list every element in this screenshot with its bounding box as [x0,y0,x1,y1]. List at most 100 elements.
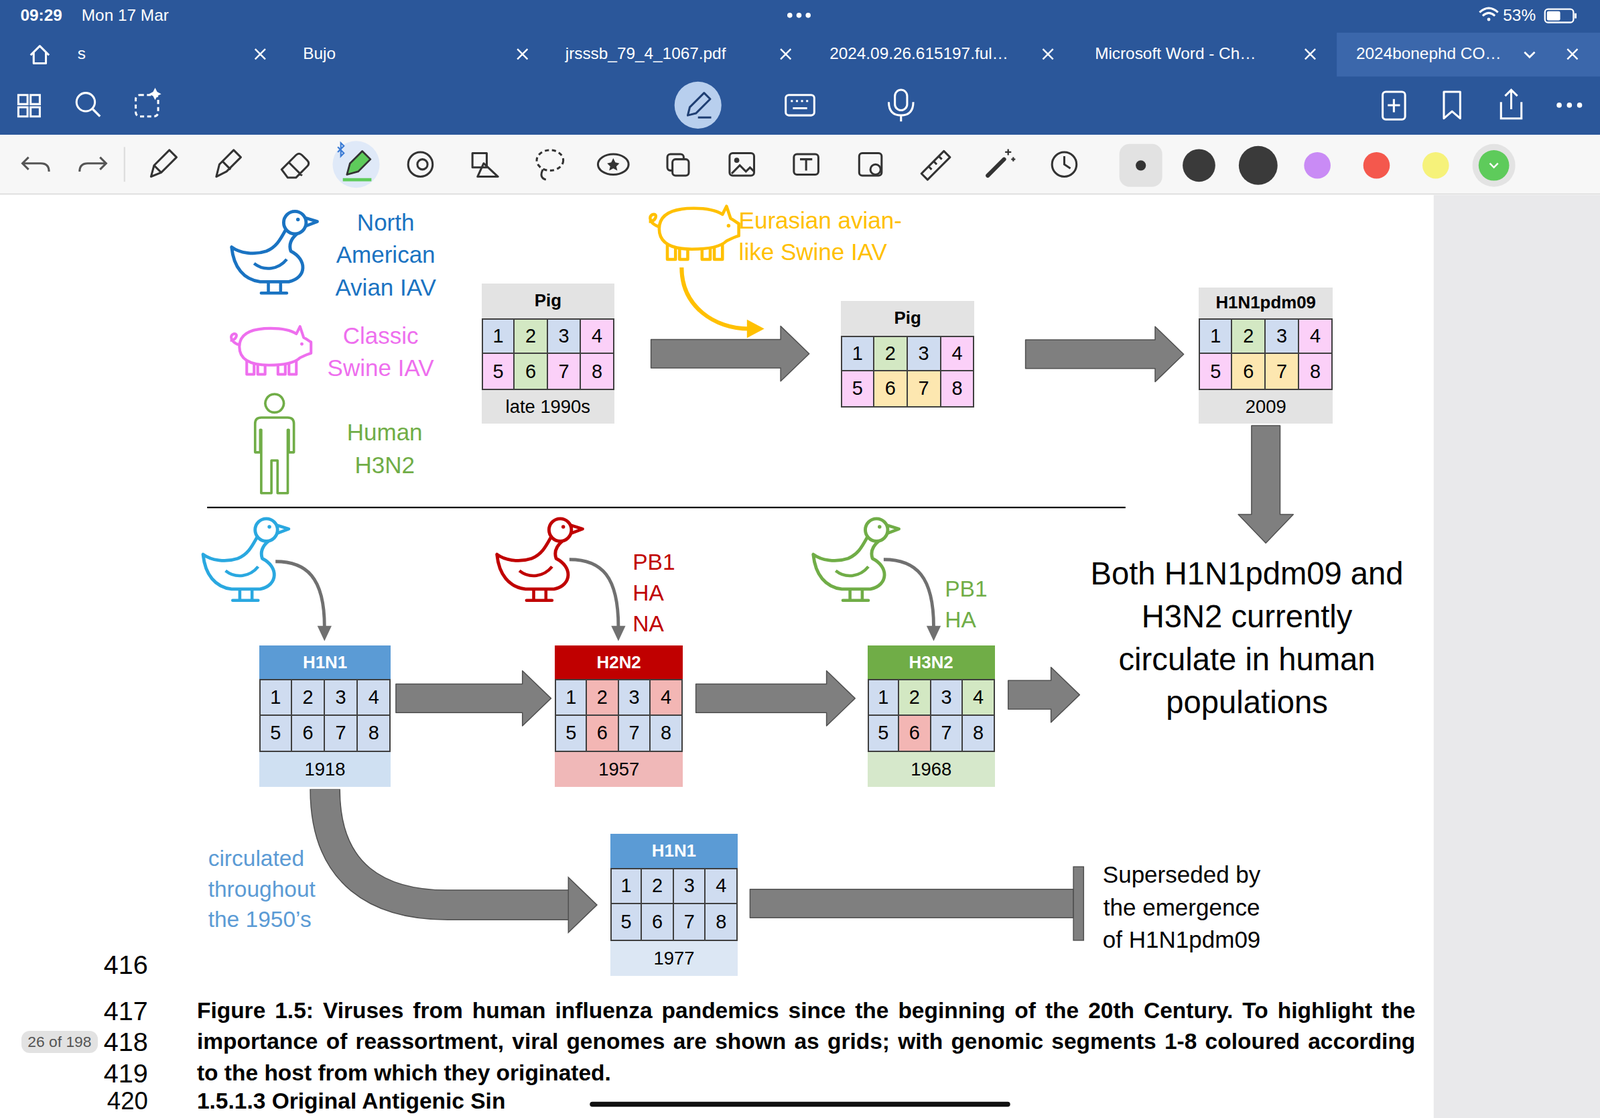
segment-number: 5 [852,377,863,400]
new-page-icon [1387,99,1400,113]
grid-heading: Pig [840,300,975,336]
segment-number: 5 [270,721,281,744]
keyboard-icon [790,101,809,109]
source-arrowhead [926,625,941,642]
segment-number: 7 [918,377,930,400]
genome-grid: Pig12345678 [840,300,975,407]
source-arrow [681,267,750,329]
segment-number: 5 [1210,360,1221,383]
scan-icon [870,164,881,175]
segment-number: 3 [918,342,930,365]
segment-number: 2 [909,686,920,709]
segment-number: 6 [909,721,920,744]
highlighter-icon [343,178,372,182]
arrow-outline [324,788,569,905]
segment-number: 4 [1309,324,1321,348]
segment-label: PB1 HA NA [632,546,675,639]
status-time: 09:29 [20,5,62,25]
colour-chevron [1490,163,1499,168]
arrow-body [749,889,1074,918]
home-indicator [589,1101,1010,1107]
grid-heading: Pig [481,283,615,319]
segment-number: 4 [951,342,963,365]
tab-chevron [1524,52,1535,58]
avian-duck-icon [231,211,318,293]
source-arrowhead [611,625,626,642]
segment-number: 7 [558,360,570,383]
more-icon [1556,102,1562,108]
segment-number: 3 [335,686,347,709]
image-icon [734,157,740,163]
lasso-icon [536,150,564,171]
genome-segment: 2 [292,678,325,716]
app-bar [0,0,1600,135]
clock-icon [1051,152,1077,177]
genome-segment: 1 [840,335,875,372]
legend-text: Human H3N2 [320,416,449,482]
status-dot [805,12,811,19]
genome-segment: 3 [907,335,942,372]
genome-segment: 7 [619,715,652,753]
eraser-icon [281,153,309,178]
segment-number: 3 [628,686,640,709]
sticker-icon [607,158,620,171]
line-number: 417 [66,994,149,1026]
genome-segment: 5 [554,715,587,753]
colour-dot [1478,150,1510,181]
search-icon [76,93,95,112]
shape-icon [408,152,433,177]
genome-segment: 8 [962,715,995,753]
tool-separator [123,146,126,182]
block-arrow [1025,326,1184,382]
highlighter-icon [347,150,371,175]
segment-number: 8 [715,910,727,933]
genome-segment: 3 [674,867,707,905]
segment-number: 8 [1309,360,1321,383]
source-arrowhead [317,625,332,642]
source-arrowhead [747,319,765,338]
genome-grid: H1N1197712345678 [610,833,738,976]
status-dot [787,12,793,19]
active-tab [1336,32,1600,78]
battery-level: 53% [1502,5,1536,25]
wifi-icon [1487,18,1491,22]
genome-segment: 6 [641,903,675,941]
segment-number: 7 [628,721,640,744]
genome-segment: 4 [650,678,683,716]
genome-segment: 7 [907,371,942,407]
mic-icon [895,89,908,110]
pencil-icon [150,150,177,177]
genome-segment: 8 [580,353,614,390]
colour-ring [1472,144,1516,187]
segment-number: 2 [1242,324,1254,348]
image-icon [729,152,755,176]
segment-number: 6 [596,721,608,744]
tab-title: 2024.09.26.615197.ful… [829,43,1009,63]
source-arrow [883,559,935,628]
scan-icon [858,152,882,176]
grid-year: 1968 [867,751,995,787]
size-chip [1119,144,1163,187]
eurasian-pig-icon [649,206,740,260]
segment-number: 6 [525,360,537,383]
legend-text: Classic Swine IAV [316,319,445,385]
genome-segment: 8 [1299,353,1333,390]
tab-title: Bujo [302,43,336,63]
genome-segment: 1 [481,318,515,354]
genome-segment: 1 [610,867,643,905]
page-margin [1433,194,1600,1118]
genome-segment: 2 [874,335,908,372]
size-dot [1238,146,1278,185]
genome-segment: 1 [867,678,900,716]
pen-icon [687,93,711,118]
segment-number: 4 [972,686,984,709]
genome-segment: 4 [580,318,614,354]
genome-segment: 3 [931,678,964,716]
segment-number: 6 [651,910,663,933]
wifi-icon [1479,8,1498,16]
genome-segment: 4 [941,335,975,372]
segment-number: 4 [368,686,380,709]
genome-segment: 2 [586,678,620,716]
block-arrow [324,788,597,932]
